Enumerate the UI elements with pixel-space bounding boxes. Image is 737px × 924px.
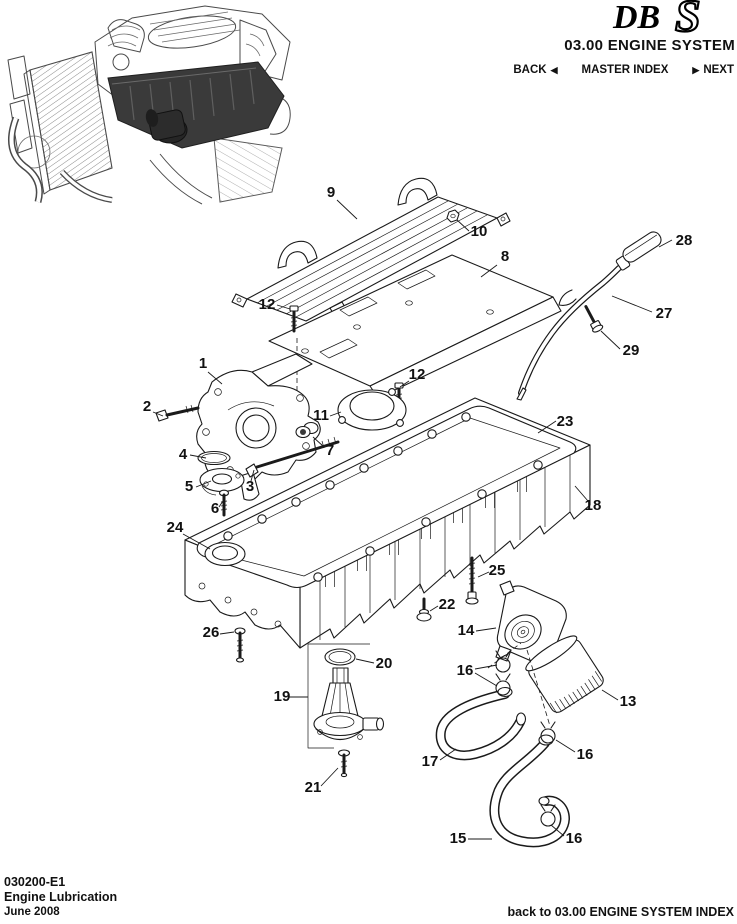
doc-title: Engine Lubrication — [4, 890, 118, 904]
callout-5: 5 — [185, 478, 193, 495]
thumbnail-radiator — [7, 51, 113, 195]
back-arrow-icon: ◀ — [550, 65, 558, 75]
alignment-line — [487, 642, 522, 669]
part-bolt-22 — [416, 597, 432, 622]
callout-14: 14 — [458, 622, 475, 639]
callout-26: 26 — [203, 624, 220, 641]
part-stud-25 — [465, 556, 479, 605]
page-title: 03.00 ENGINE SYSTEM — [564, 37, 735, 54]
doc-date: June 2008 — [4, 906, 60, 918]
callout-15: 15 — [450, 830, 467, 847]
alignment-line — [526, 649, 551, 727]
callout-28: 28 — [676, 232, 693, 249]
part-bush-7 — [295, 421, 319, 439]
callout-18: 18 — [585, 497, 602, 514]
callout-11: 11 — [313, 407, 329, 424]
nav-master-index-link[interactable]: MASTER INDEX — [582, 64, 669, 76]
callout-17: 17 — [422, 753, 439, 770]
callout-12: 12 — [259, 296, 276, 313]
part-hose-15 — [489, 734, 571, 848]
part-dipstick-handle-28 — [622, 231, 662, 263]
nav-master-index-label: MASTER INDEX — [581, 64, 669, 76]
part-bolt-26 — [234, 627, 246, 663]
callout-13: 13 — [620, 693, 637, 710]
engine-overview-illustration — [7, 5, 291, 205]
logo-s-text: S — [675, 0, 701, 38]
part-oil-cooler-14 — [495, 580, 567, 665]
callout-8: 8 — [501, 248, 509, 265]
callout-22: 22 — [439, 596, 456, 613]
nav-next-label: NEXT — [703, 64, 734, 76]
part-oil-filter-13 — [525, 635, 604, 714]
callout-23: 23 — [557, 413, 574, 430]
part-bolt-29 — [584, 305, 604, 333]
callout-24: 24 — [167, 519, 184, 536]
part-bolt-2 — [155, 404, 200, 422]
callout-25: 25 — [489, 562, 506, 579]
logo-db-text: DB — [612, 0, 660, 36]
callout-4: 4 — [179, 446, 188, 463]
callout-21: 21 — [305, 779, 322, 796]
thumbnail-oil-pan-highlight — [107, 61, 285, 149]
part-windage-tray — [231, 177, 511, 322]
nav-next-link[interactable]: ▶ NEXT — [692, 64, 734, 76]
callout-labels: 9 10 8 12 12 28 27 29 1 2 11 7 4 5 3 6 2… — [143, 184, 693, 847]
thumbnail-hoses — [8, 116, 113, 203]
part-hose-17 — [435, 686, 527, 761]
callout-7: 7 — [326, 442, 334, 459]
nav-back-link[interactable]: BACK ◀ — [513, 64, 557, 76]
callout-10: 10 — [471, 223, 488, 240]
callout-6: 6 — [211, 500, 219, 517]
part-dipstick — [516, 231, 662, 401]
part-baffle-plate — [268, 254, 562, 399]
callout-27: 27 — [656, 305, 673, 322]
callout-12: 12 — [409, 366, 426, 383]
callout-9: 9 — [327, 184, 335, 201]
part-dipstick-bracket — [558, 289, 577, 306]
back-to-index-link[interactable]: back to 03.00 ENGINE SYSTEM INDEX — [507, 905, 734, 919]
part-cover-11 — [337, 388, 407, 431]
nav-back-label: BACK — [513, 64, 547, 76]
part-flange-5 — [199, 467, 245, 496]
callout-16: 16 — [457, 662, 474, 679]
thumbnail-engine-block — [94, 5, 291, 109]
thumbnail-subframe — [149, 95, 291, 205]
part-seal-ring-24 — [204, 541, 246, 567]
callout-20: 20 — [376, 655, 393, 672]
part-bolt-6 — [218, 489, 230, 517]
doc-number: 030200-E1 — [4, 875, 66, 889]
callout-16: 16 — [566, 830, 583, 847]
callout-16: 16 — [577, 746, 594, 763]
part-bolt-3 — [245, 436, 340, 478]
next-arrow-icon: ▶ — [692, 65, 700, 75]
callout-2: 2 — [143, 398, 151, 415]
part-pickup-assembly — [307, 643, 385, 778]
leader-lines — [152, 199, 673, 840]
part-oring-4 — [197, 450, 231, 466]
part-bolt-21 — [337, 749, 351, 778]
nav-bar: BACK ◀ MASTER INDEX ▶ NEXT — [513, 64, 734, 76]
callout-19: 19 — [274, 688, 291, 705]
callout-1: 1 — [199, 355, 207, 372]
part-bolt-12a — [289, 305, 299, 333]
callout-29: 29 — [623, 342, 640, 359]
callout-3: 3 — [246, 478, 254, 495]
dbs-logo: DB S — [612, 0, 702, 38]
